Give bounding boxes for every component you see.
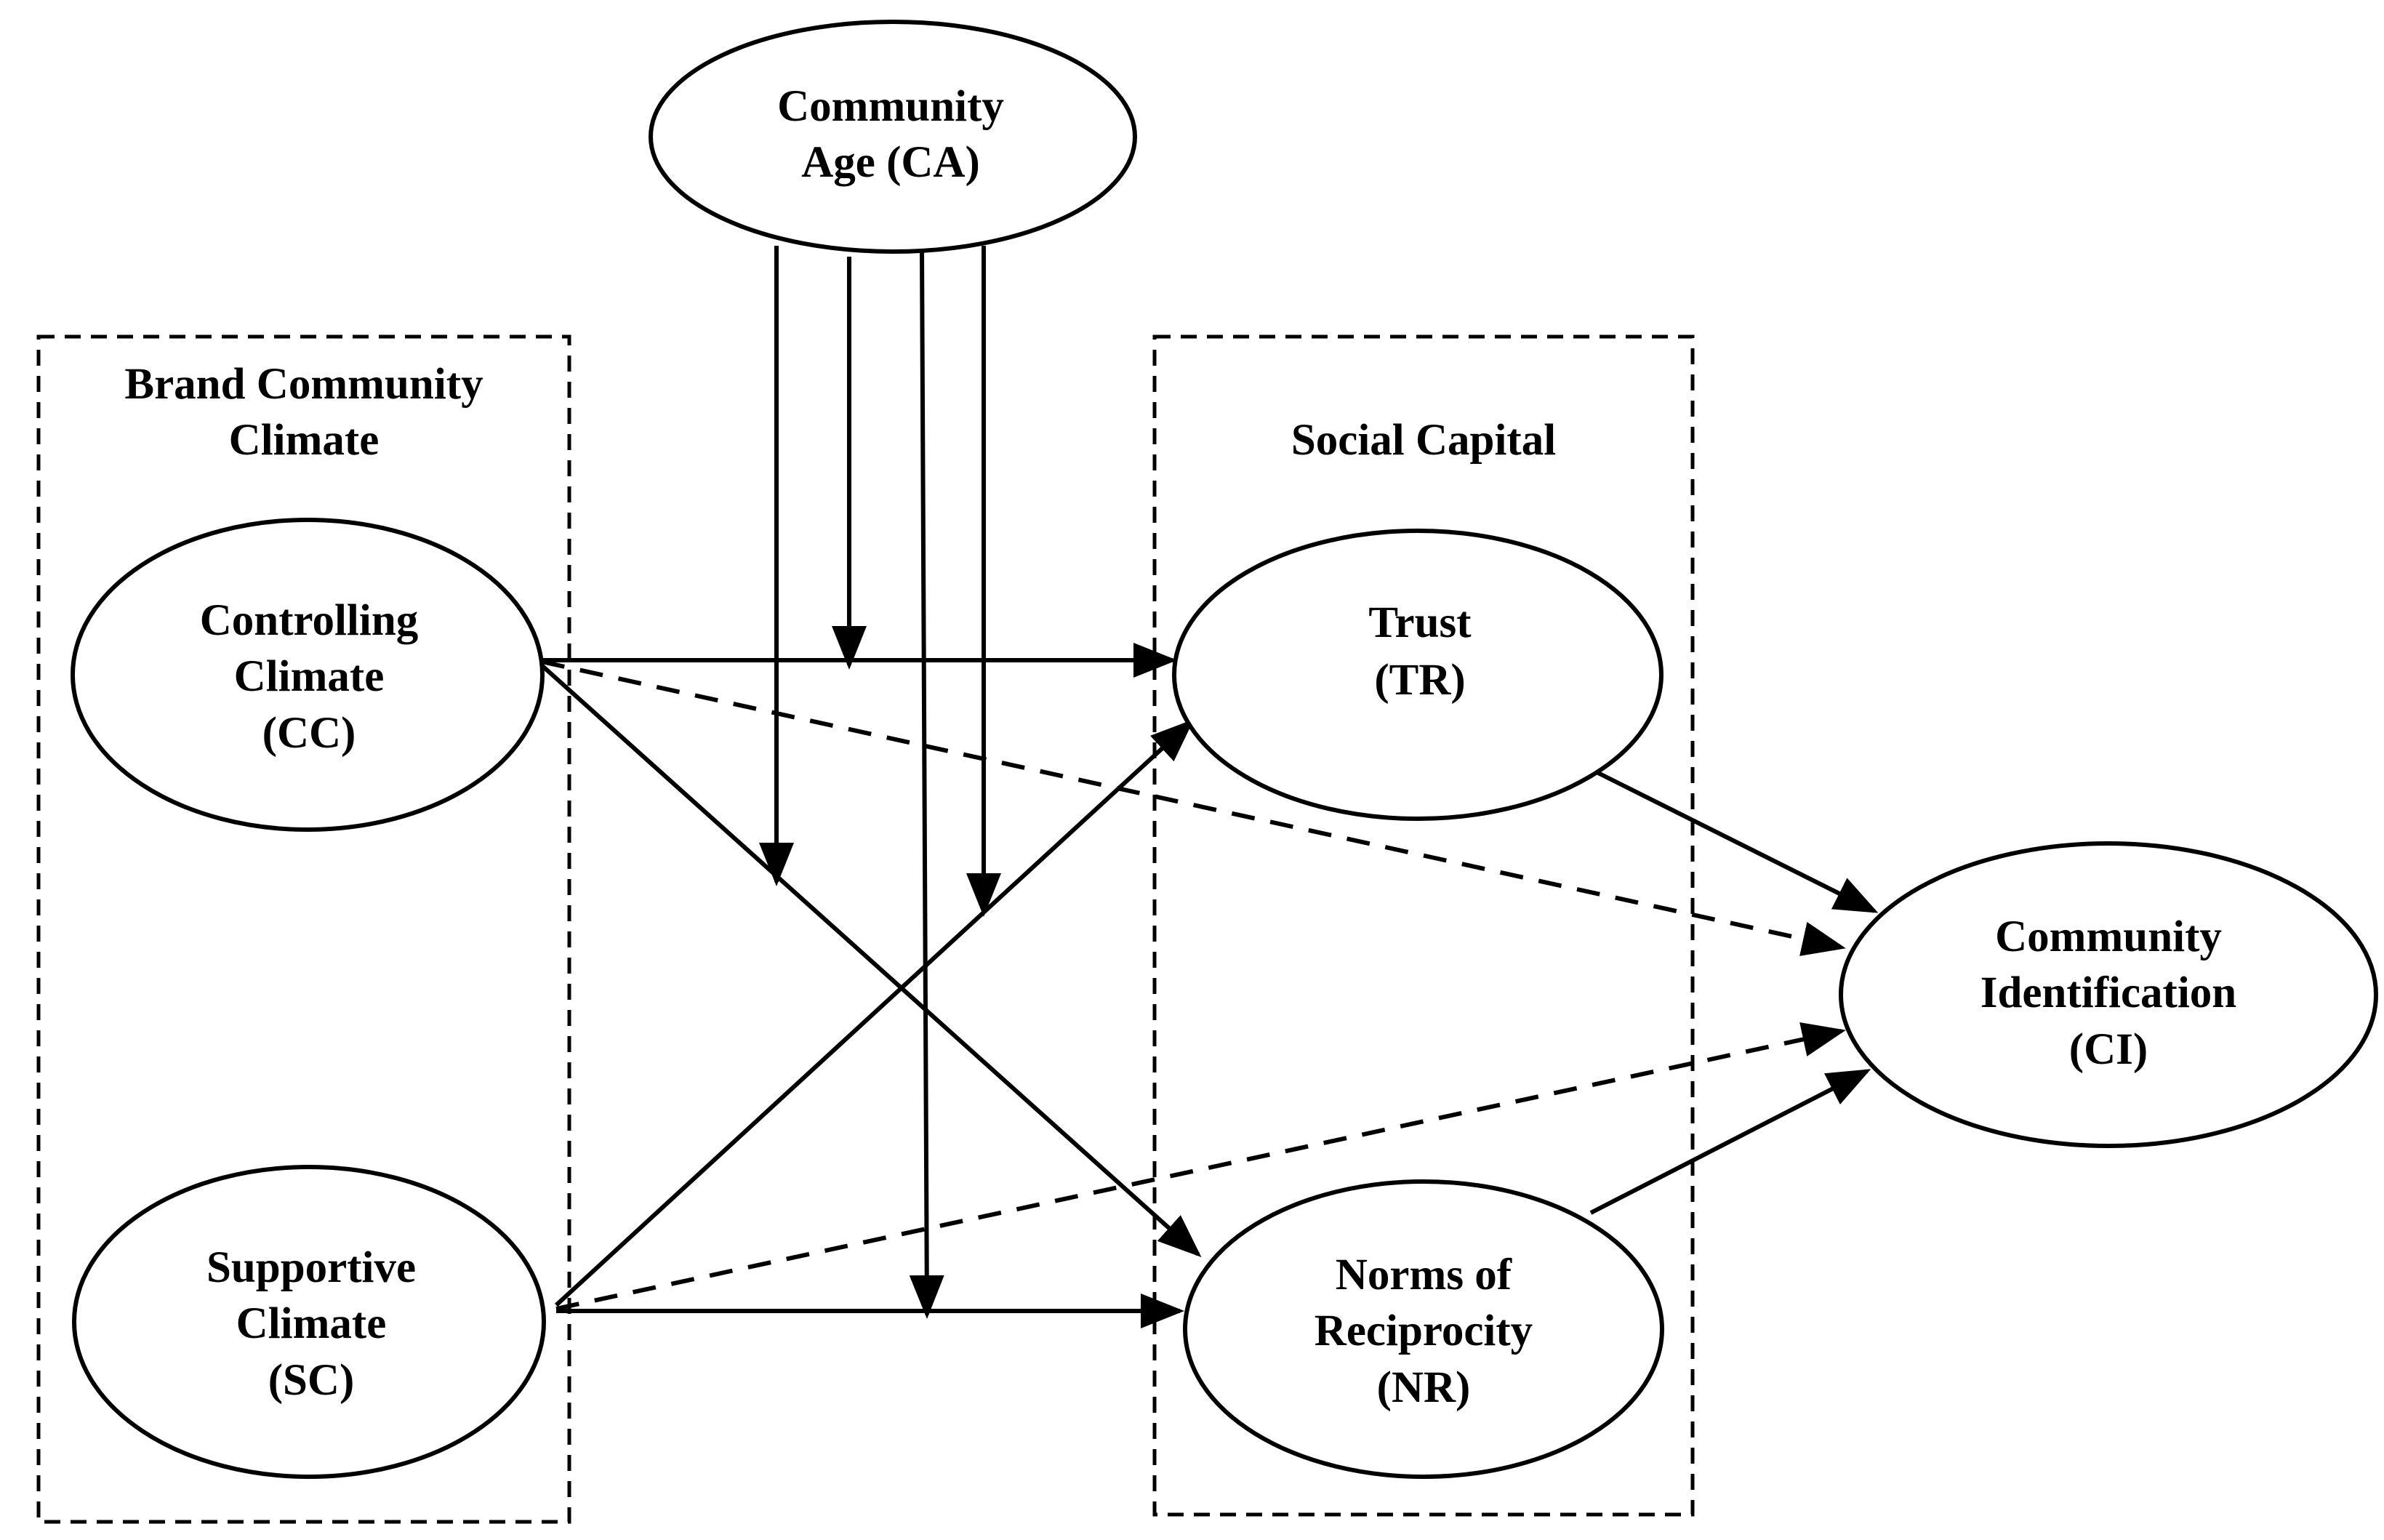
community-identification-label: Community [1995, 913, 2222, 961]
edge-cc-ci-dashed [541, 659, 1846, 956]
supportive-climate-label: Supportive [206, 1243, 416, 1292]
controlling-climate-label: Controlling [200, 596, 419, 645]
node-community-age: Community Age (CA) [649, 20, 1137, 254]
trust-label: Trust [1368, 598, 1472, 647]
norms-of-reciprocity-label-line3: (NR) [1377, 1363, 1471, 1412]
social-capital-label: Social Capital [1291, 416, 1556, 465]
supportive-climate-label-line3: (SC) [268, 1356, 355, 1405]
social-capital-box [1152, 334, 1695, 1517]
community-identification-label-line2: Identification [1980, 968, 2236, 1017]
brand-community-climate-label-line2: Climate [229, 416, 380, 465]
trust-label-line2: (TR) [1374, 656, 1465, 705]
node-controlling-climate: Controlling Climate (CC) [71, 518, 545, 832]
norms-of-reciprocity-label: Norms of [1336, 1251, 1512, 1299]
controlling-climate-label-line2: Climate [234, 652, 385, 701]
edge-tr-ci [1589, 767, 1879, 913]
brand-community-climate-label: Brand Community [124, 360, 483, 409]
edge-ca-moderates-sc-nr [909, 249, 944, 1319]
edge-sc-tr [554, 718, 1195, 1307]
node-norms-of-reciprocity: Norms of Reciprocity (NR) [1183, 1179, 1664, 1479]
edge-cc-nr [539, 663, 1202, 1258]
norms-of-reciprocity-label-line2: Reciprocity [1315, 1307, 1533, 1355]
supportive-climate-label-line2: Climate [236, 1299, 387, 1348]
edge-nr-ci [1589, 1069, 1871, 1215]
node-trust: Trust (TR) [1172, 529, 1663, 821]
controlling-climate-label-line3: (CC) [262, 709, 356, 758]
node-supportive-climate: Supportive Climate (SC) [72, 1165, 546, 1479]
brand-community-climate-box [36, 334, 571, 1524]
community-age-label-line2: Age (CA) [801, 138, 980, 187]
community-age-label: Community [777, 82, 1004, 131]
edge-sc-ci-dashed [555, 1022, 1846, 1311]
node-community-identification: Community Identification (CI) [1839, 841, 2378, 1148]
community-identification-label-line3: (CI) [2069, 1025, 2148, 1074]
